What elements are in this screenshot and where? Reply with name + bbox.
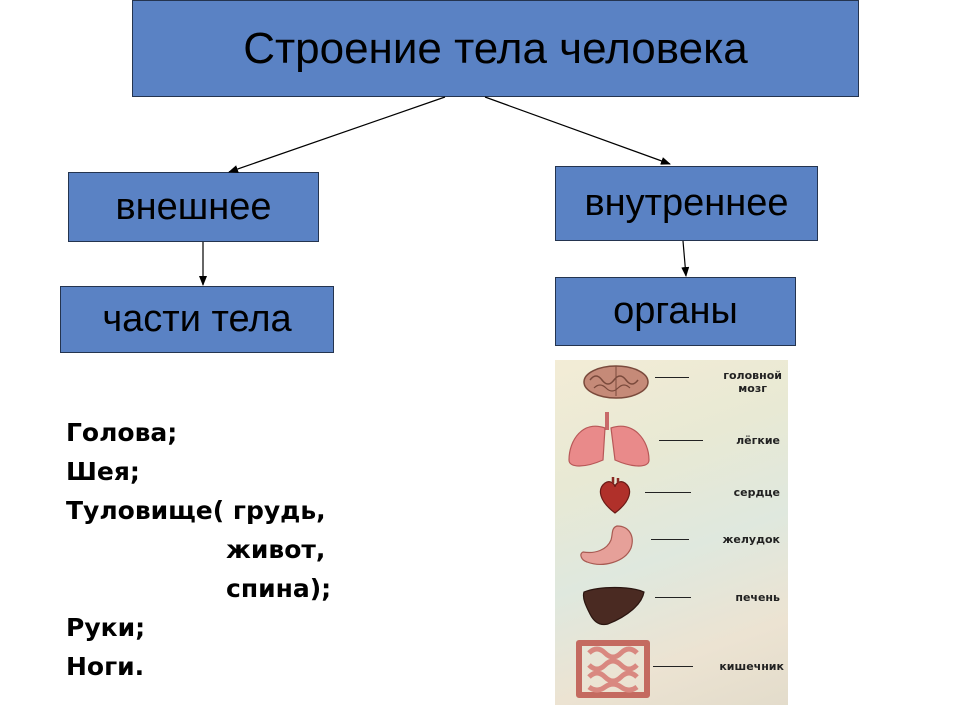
list-item: Шея; <box>66 457 140 486</box>
lungs-label: лёгкие <box>736 434 780 447</box>
body-parts-label: части тела <box>102 298 292 340</box>
organ-row-brain: головной мозг <box>555 360 788 405</box>
arrow-title-to-external <box>228 96 446 173</box>
leader-line <box>655 597 691 598</box>
heart-label: сердце <box>733 486 780 499</box>
list-item: Ноги. <box>66 652 145 681</box>
leader-line <box>655 377 689 378</box>
arrow-title-to-internal <box>484 96 671 165</box>
leader-line <box>653 666 693 667</box>
list-item: Голова; <box>66 418 178 447</box>
organ-row-liver: печень <box>555 578 788 633</box>
body-parts-box: части тела <box>60 286 334 353</box>
heart-icon <box>599 477 631 514</box>
liver-label: печень <box>735 591 780 604</box>
organ-row-heart: сердце <box>555 475 788 520</box>
organ-row-intestines: кишечник <box>555 633 788 703</box>
organs-illustration: головной мозг лёгкие сердце желудок <box>555 360 788 705</box>
external-label: внешнее <box>115 185 272 228</box>
leader-line <box>645 492 691 493</box>
list-item: живот, <box>226 535 326 564</box>
intestines-icon <box>576 640 650 698</box>
brain-label: головной мозг <box>723 369 782 395</box>
list-item: Туловище( грудь, <box>66 496 326 525</box>
diagram-title: Строение тела человека <box>243 23 748 73</box>
leader-line <box>651 539 689 540</box>
stomach-icon <box>580 525 633 565</box>
organs-label: органы <box>613 290 738 332</box>
internal-box: внутреннее <box>555 166 818 241</box>
external-box: внешнее <box>68 172 319 242</box>
list-item: спина); <box>226 574 332 603</box>
internal-label: внутреннее <box>584 182 789 224</box>
body-parts-list: Голова; Шея; Туловище( грудь, живот, спи… <box>66 413 331 686</box>
brain-icon <box>583 365 649 399</box>
stomach-label: желудок <box>722 533 780 546</box>
title-box: Строение тела человека <box>132 0 859 97</box>
intestines-label: кишечник <box>719 660 784 673</box>
list-item: Руки; <box>66 613 146 642</box>
arrow-internal-to-organs <box>681 240 690 277</box>
lungs-icon <box>568 412 650 467</box>
organs-box: органы <box>555 277 796 346</box>
leader-line <box>659 440 703 441</box>
organ-row-stomach: желудок <box>555 520 788 575</box>
liver-icon <box>582 586 645 626</box>
organ-row-lungs: лёгкие <box>555 408 788 473</box>
